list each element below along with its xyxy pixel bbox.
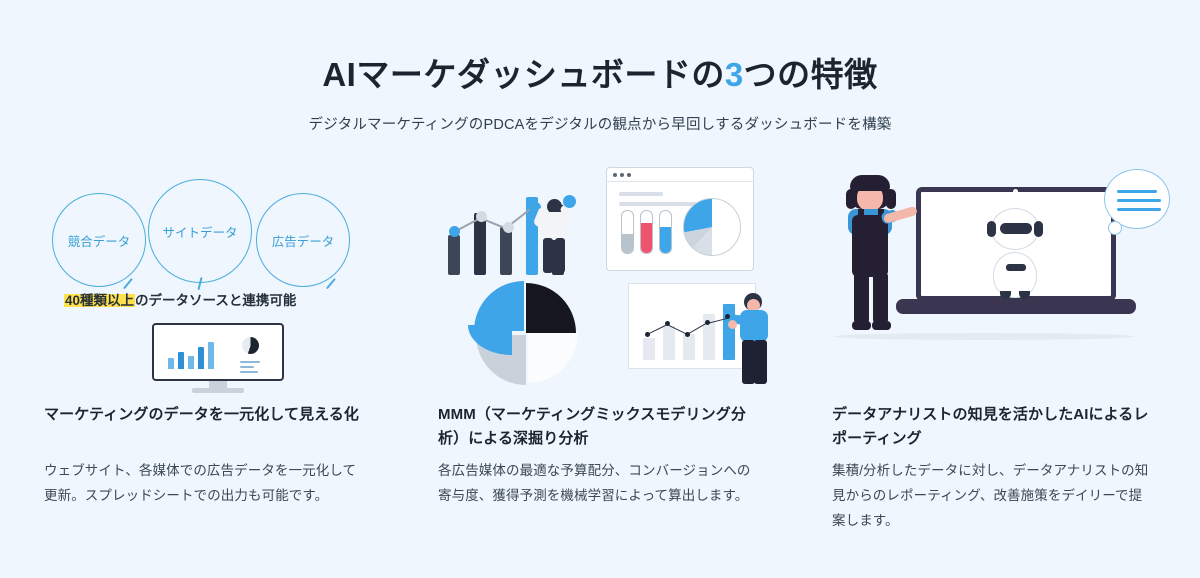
page-title-accent: 3 (724, 56, 744, 93)
analyst-person-illustration (840, 175, 918, 335)
overalls (852, 215, 888, 277)
robot-eye-icon (1000, 223, 1032, 234)
speech-bubble (1104, 169, 1170, 229)
feature-heading: データアナリストの知見を活かしたAIによるレポーティング (832, 406, 1149, 448)
ground-shadow (834, 333, 1134, 340)
monitor-bar-chart-icon (168, 339, 222, 369)
circle-label: 競合データ (67, 234, 131, 249)
circle-label: 広告データ (271, 234, 335, 249)
person-reaching-illustration (532, 195, 576, 275)
caption-rest: のデータソースと連携可能 (135, 293, 297, 308)
feature-heading: マーケティングのデータを一元化して見える化 (44, 406, 360, 423)
feature-heading: MMM（マーケティングミックスモデリング分析）による深掘り分析 (438, 406, 746, 448)
robot-head-icon (987, 208, 1043, 250)
window-pie-chart-icon (683, 198, 741, 256)
feature-column-unify: 競合データ サイトデータ 広告データ 40種類以上のデータソースと連携可能 (44, 165, 392, 565)
laptop-screen (916, 187, 1116, 301)
feature-body: 集積/分析したデータに対し、データアナリストの知見からのレポーティング、改善施策… (832, 463, 1149, 529)
person-presenting-illustration (728, 293, 778, 385)
monitor-base (192, 388, 244, 393)
laptop-base (896, 299, 1136, 314)
laptop-camera-icon (1013, 188, 1018, 194)
circle-ad-data: 広告データ (256, 193, 350, 287)
circle-label: サイトデータ (162, 225, 238, 240)
page-title-post: つの特徴 (743, 56, 878, 93)
analytics-collage-illustration (438, 165, 786, 393)
feature-column-mmm: MMM（マーケティングミックスモデリング分析）による深掘り分析 各広告媒体の最適… (438, 165, 786, 565)
laptop-illustration (896, 187, 1136, 319)
circle-competitor-data: 競合データ (52, 193, 146, 287)
feature-body: 各広告媒体の最適な予算配分、コンバージョンへの寄与度、獲得予測を機械学習によって… (438, 463, 751, 504)
feature-column-reporting: データアナリストの知見を活かしたAIによるレポーティング 集積/分析したデータに… (832, 165, 1180, 565)
analyst-ai-illustration (832, 165, 1180, 393)
monitor-pie-chart-icon (242, 337, 259, 354)
speech-bubble-tail (1108, 221, 1122, 235)
feature-body: ウェブサイト、各媒体での広告データを一元化して更新。スプレッドシートでの出力も可… (44, 463, 357, 504)
fringe (850, 175, 890, 191)
circle-tick-icon (123, 278, 133, 289)
exploded-pie-chart-illustration (468, 281, 578, 385)
page-title-pre: AIマーケダッシュボードの (322, 56, 725, 93)
page-subtitle: デジタルマーケティングのPDCAをデジタルの観点から早回しするダッシュボードを構… (308, 117, 892, 133)
robot-body-icon (993, 252, 1037, 299)
monitor-screen (152, 323, 284, 381)
robot-panel-icon (1006, 264, 1026, 271)
window-titlebar (607, 168, 753, 182)
data-source-caption: 40種類以上のデータソースと連携可能 (64, 289, 374, 309)
monitor-stand (209, 381, 227, 389)
dashboard-window-illustration (606, 167, 754, 271)
circle-site-data: サイトデータ (148, 179, 252, 283)
page-title: AIマーケダッシュボードの3つの特徴 (0, 48, 1200, 96)
monitor-icon (152, 323, 284, 393)
data-source-circles-illustration: 競合データ サイトデータ 広告データ 40種類以上のデータソースと連携可能 (44, 165, 392, 393)
feature-columns: 競合データ サイトデータ 広告データ 40種類以上のデータソースと連携可能 (0, 165, 1200, 565)
caption-highlight: 40種類以上 (64, 293, 136, 308)
